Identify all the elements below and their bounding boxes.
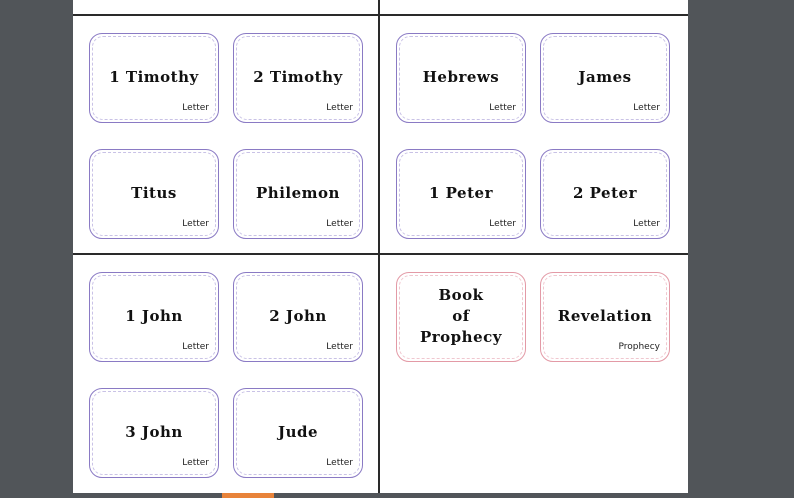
card-1-timothy: 1 Timothy Letter (89, 33, 219, 123)
card-title: 3 John (125, 423, 183, 441)
card-jude: Jude Letter (233, 388, 363, 478)
card-1-john: 1 John Letter (89, 272, 219, 362)
card-3-john: 3 John Letter (89, 388, 219, 478)
card-category: Letter (326, 458, 353, 468)
card-category: Letter (182, 219, 209, 229)
card-category: Letter (633, 103, 660, 113)
card-title: 1 Timothy (109, 68, 199, 86)
card-category: Letter (182, 458, 209, 468)
cut-line-top (73, 14, 688, 16)
cut-line-middle (73, 253, 688, 255)
bottom-tab-indicator (222, 493, 274, 498)
card-category: Letter (326, 103, 353, 113)
card-title: 1 John (125, 307, 183, 325)
card-category: Letter (182, 103, 209, 113)
card-2-peter: 2 Peter Letter (540, 149, 670, 239)
card-book-of-prophecy: Book of Prophecy (396, 272, 526, 362)
card-category: Letter (489, 219, 516, 229)
card-title: 2 Peter (573, 184, 637, 202)
cut-line-vertical (378, 0, 380, 493)
card-philemon: Philemon Letter (233, 149, 363, 239)
card-titus: Titus Letter (89, 149, 219, 239)
card-category: Letter (326, 219, 353, 229)
card-category: Letter (326, 342, 353, 352)
card-category: Letter (633, 219, 660, 229)
card-1-peter: 1 Peter Letter (396, 149, 526, 239)
card-title: Revelation (557, 307, 653, 325)
card-hebrews: Hebrews Letter (396, 33, 526, 123)
card-category: Prophecy (618, 342, 660, 352)
card-title: Titus (131, 184, 177, 202)
card-title-line: Prophecy (420, 328, 502, 346)
card-title: Philemon (256, 184, 340, 202)
card-title: Hebrews (422, 68, 500, 86)
card-title: 2 John (269, 307, 327, 325)
card-category: Letter (489, 103, 516, 113)
card-title-line: of (452, 307, 470, 325)
card-james: James Letter (540, 33, 670, 123)
card-2-john: 2 John Letter (233, 272, 363, 362)
document-page: 1 Timothy Letter 2 Timothy Letter Hebrew… (73, 0, 688, 493)
card-category: Letter (182, 342, 209, 352)
card-title: 1 Peter (429, 184, 493, 202)
card-title: Book of Prophecy (397, 285, 525, 348)
card-2-timothy: 2 Timothy Letter (233, 33, 363, 123)
card-title: James (578, 68, 632, 86)
card-title: Jude (277, 423, 319, 441)
card-revelation: Revelation Prophecy (540, 272, 670, 362)
card-title-line: Book (438, 286, 484, 304)
card-title: 2 Timothy (253, 68, 343, 86)
